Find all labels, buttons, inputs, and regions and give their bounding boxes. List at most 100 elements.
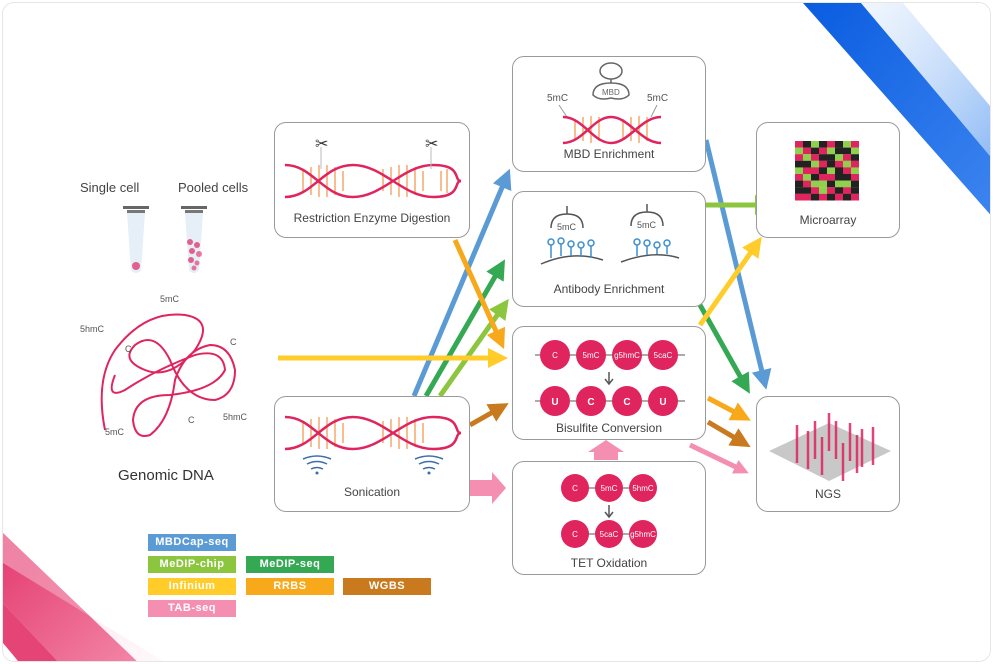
bisulfite-nucleotides: C 5mC g5hmC 5caC U C C U bbox=[535, 340, 685, 416]
microarray-cell bbox=[827, 193, 835, 201]
microarray-cell bbox=[851, 187, 859, 194]
microarray-cell bbox=[811, 174, 819, 181]
microarray-cell bbox=[819, 147, 827, 155]
microarray-cell bbox=[835, 147, 843, 155]
microarray-cell bbox=[851, 167, 859, 175]
nucleotide-top-0: C bbox=[552, 351, 558, 360]
mbd-enrichment-label: MBD Enrichment bbox=[563, 147, 655, 161]
tet-oxidation-box[interactable]: C 5mC 5hmC C 5caC g5hmC TET Oxidation bbox=[512, 461, 706, 575]
cpg-probes-right bbox=[633, 238, 671, 256]
nucleotide-top-1: 5mC bbox=[583, 351, 600, 360]
mbd-protein-icon: MBD 5mC 5mC bbox=[547, 62, 668, 145]
pink-stripe-dark bbox=[3, 603, 58, 661]
arrow-sonication-to-bisulfite bbox=[468, 403, 509, 428]
microarray-cell bbox=[843, 167, 851, 175]
microarray-cell bbox=[803, 187, 811, 194]
microarray-cell bbox=[843, 193, 851, 201]
microarray-cell bbox=[811, 193, 819, 201]
mbd-enrichment-box[interactable]: MBD 5mC 5mC MBD Enrichment bbox=[512, 56, 706, 172]
microarray-cell bbox=[795, 167, 803, 175]
microarray-cell bbox=[819, 174, 827, 181]
nucleotide-top-3: 5caC bbox=[654, 351, 673, 360]
pink-block-arrows bbox=[470, 440, 624, 504]
sound-wave-icon-right bbox=[414, 455, 444, 470]
bisulfite-conversion-box[interactable]: C 5mC g5hmC 5caC U C C U Bisulfite Conve… bbox=[512, 326, 706, 440]
tet-top-0: C bbox=[572, 484, 578, 493]
microarray-cell bbox=[843, 187, 851, 194]
microarray-cell bbox=[819, 193, 827, 201]
tet-top-1: 5mC bbox=[601, 484, 618, 493]
mark-5mc-top: 5mC bbox=[160, 294, 180, 304]
sonication-label: Sonication bbox=[343, 485, 401, 499]
ngs-reads-icon bbox=[769, 413, 891, 481]
microarray-cell bbox=[827, 167, 835, 175]
microarray-cell bbox=[811, 167, 819, 175]
microarray-box[interactable]: Microarray bbox=[756, 122, 900, 238]
microarray-cell bbox=[851, 147, 859, 155]
microarray-cell bbox=[851, 193, 859, 201]
antibody-5mc-left: 5mC bbox=[557, 222, 577, 232]
mark-c-left: C bbox=[125, 344, 132, 354]
microarray-label: Microarray bbox=[799, 213, 857, 227]
single-cell-tube-icon bbox=[123, 206, 149, 273]
microarray-cell bbox=[843, 174, 851, 181]
microarray-cell bbox=[827, 154, 835, 161]
microarray-cell bbox=[811, 160, 819, 168]
microarray-cell bbox=[803, 167, 811, 175]
microarray-cell bbox=[827, 147, 835, 155]
genomic-dna-title: Genomic DNA bbox=[118, 467, 214, 484]
legend-infinium: Infinium bbox=[148, 578, 236, 595]
arrow-bisulfite-to-microarray bbox=[697, 236, 762, 327]
microarray-cell bbox=[803, 193, 811, 201]
down-arrow-icon bbox=[604, 372, 614, 386]
microarray-cell bbox=[827, 141, 835, 148]
mark-c-bottom: C bbox=[188, 415, 195, 425]
dna-helix-scissors-icon: ✂ ✂ bbox=[284, 136, 462, 199]
legend-medip-seq: MeDIP-seq bbox=[246, 556, 334, 573]
arrow-restriction-to-bisulfite bbox=[452, 238, 506, 350]
nucleotide-bottom-1: C bbox=[587, 397, 594, 408]
nucleotide-bottom-2: C bbox=[623, 397, 630, 408]
mark-5mc-bottom: 5mC bbox=[105, 427, 125, 437]
microarray-cell bbox=[851, 141, 859, 148]
mark-c-right: C bbox=[230, 337, 237, 347]
microarray-cell bbox=[819, 141, 827, 148]
microarray-cell bbox=[795, 154, 803, 161]
microarray-cell bbox=[795, 193, 803, 201]
sonication-box[interactable]: Sonication bbox=[274, 396, 470, 512]
bisulfite-conversion-label: Bisulfite Conversion bbox=[555, 421, 663, 435]
cpg-probes-left bbox=[547, 237, 595, 258]
microarray-cell bbox=[843, 180, 851, 188]
microarray-cell bbox=[835, 141, 843, 148]
mbd-5mc-right: 5mC bbox=[647, 93, 668, 104]
mark-5hmc-left: 5hmC bbox=[80, 324, 105, 334]
mark-5hmc-right: 5hmC bbox=[223, 412, 248, 422]
pooled-cells-tube-icon bbox=[181, 206, 207, 273]
pooled-cells-label: Pooled cells bbox=[178, 180, 249, 195]
antibody-enrichment-box[interactable]: 5mC 5mC Antibody Enrichment bbox=[512, 191, 706, 307]
nucleotide-bottom-3: U bbox=[659, 397, 666, 408]
microarray-cell bbox=[827, 180, 835, 188]
microarray-cell bbox=[851, 160, 859, 168]
nucleotide-top-2: g5hmC bbox=[614, 351, 640, 360]
blue-stripe-light bbox=[861, 3, 990, 156]
microarray-cell bbox=[803, 147, 811, 155]
microarray-cell bbox=[811, 187, 819, 194]
arrow-mbd-to-ngs bbox=[703, 139, 772, 390]
arrow-sonication-to-antibody bbox=[423, 259, 506, 398]
microarray-cell bbox=[819, 160, 827, 168]
microarray-icon bbox=[795, 141, 859, 201]
microarray-cell bbox=[843, 154, 851, 161]
tet-nucleotides: C 5mC 5hmC C 5caC g5hmC bbox=[561, 474, 657, 548]
microarray-cell bbox=[835, 187, 843, 194]
restriction-enzyme-box[interactable]: ✂ ✂ Restriction Enzyme Digestion bbox=[274, 122, 470, 238]
arrow-tet-to-bisulfite bbox=[588, 440, 624, 460]
mbd-5mc-left: 5mC bbox=[547, 93, 568, 104]
arrow-sonication-to-tet bbox=[470, 472, 506, 504]
ngs-box[interactable]: NGS bbox=[756, 396, 900, 512]
blue-stripe bbox=[803, 3, 990, 215]
microarray-cell bbox=[803, 160, 811, 168]
legend-rrbs: RRBS bbox=[246, 578, 334, 595]
